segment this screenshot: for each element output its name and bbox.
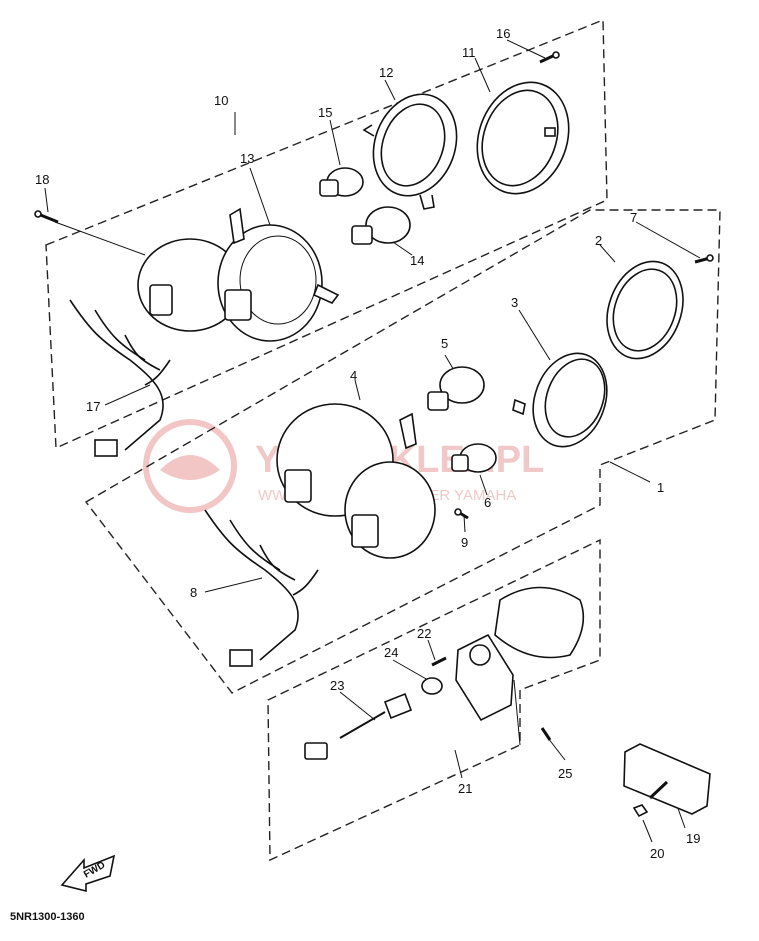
callout-3: 3 [511, 295, 518, 310]
watermark-logo-ring [143, 419, 237, 513]
callout-6: 6 [484, 495, 491, 510]
rear-socket-left [284, 469, 312, 503]
screw-9 [454, 508, 469, 520]
callout-labels: 1 2 3 4 5 6 7 8 9 10 11 12 13 14 15 16 1… [35, 26, 700, 861]
front-socket-right [224, 289, 252, 321]
lens-11 [476, 81, 570, 195]
callout-12: 12 [379, 65, 393, 80]
bulb-24 [421, 677, 443, 695]
ring-12 [362, 93, 458, 210]
harness-17 [69, 299, 171, 457]
callout-7: 7 [630, 210, 637, 225]
group-rear-signal-outline [84, 209, 721, 694]
rear-socket-right [351, 514, 379, 548]
callout-16: 16 [496, 26, 510, 41]
socket-23 [304, 692, 413, 760]
callout-15: 15 [318, 105, 332, 120]
diagram-code: 5NR1300-1360 [10, 911, 85, 923]
callout-22: 22 [417, 626, 431, 641]
front-turn-signal-assembly [34, 51, 570, 457]
callout-10: 10 [214, 93, 228, 108]
harness-8 [204, 509, 319, 667]
callout-18: 18 [35, 172, 49, 187]
callout-9: 9 [461, 535, 468, 550]
screw-16 [539, 51, 560, 64]
base-plate [455, 633, 514, 722]
callout-11: 11 [462, 45, 476, 60]
callout-21: 21 [458, 781, 472, 796]
callout-23: 23 [330, 678, 344, 693]
watermark-logo-shape [160, 455, 220, 480]
screw-7 [694, 254, 714, 264]
callout-17: 17 [86, 399, 100, 414]
bulb-5 [427, 366, 485, 411]
nut-20 [632, 804, 649, 818]
callout-14: 14 [410, 253, 424, 268]
bulb-14 [351, 206, 411, 245]
screw-18 [34, 210, 59, 224]
callout-4: 4 [350, 368, 357, 383]
callout-8: 8 [190, 585, 197, 600]
callout-5: 5 [441, 336, 448, 351]
group-license-light-outline [267, 538, 601, 862]
lens-cover [494, 586, 585, 659]
screw-22 [431, 656, 447, 667]
callout-20: 20 [650, 846, 664, 861]
callout-13: 13 [240, 151, 254, 166]
front-socket-left [149, 284, 173, 316]
license-light-assembly [304, 586, 711, 818]
callout-2: 2 [595, 233, 602, 248]
lens-2 [606, 260, 684, 360]
callout-19: 19 [686, 831, 700, 846]
callout-1: 1 [657, 480, 664, 495]
rear-turn-signal-assembly [204, 254, 714, 667]
ring-3 [512, 352, 608, 448]
bulb-15 [319, 167, 364, 197]
front-mount-stay [229, 207, 245, 245]
callout-24: 24 [384, 645, 398, 660]
fwd-direction-icon: FWD [60, 854, 116, 893]
bulb-6 [451, 443, 497, 473]
screw-25 [540, 727, 552, 741]
reflector-19 [623, 743, 711, 815]
callout-25: 25 [558, 766, 572, 781]
